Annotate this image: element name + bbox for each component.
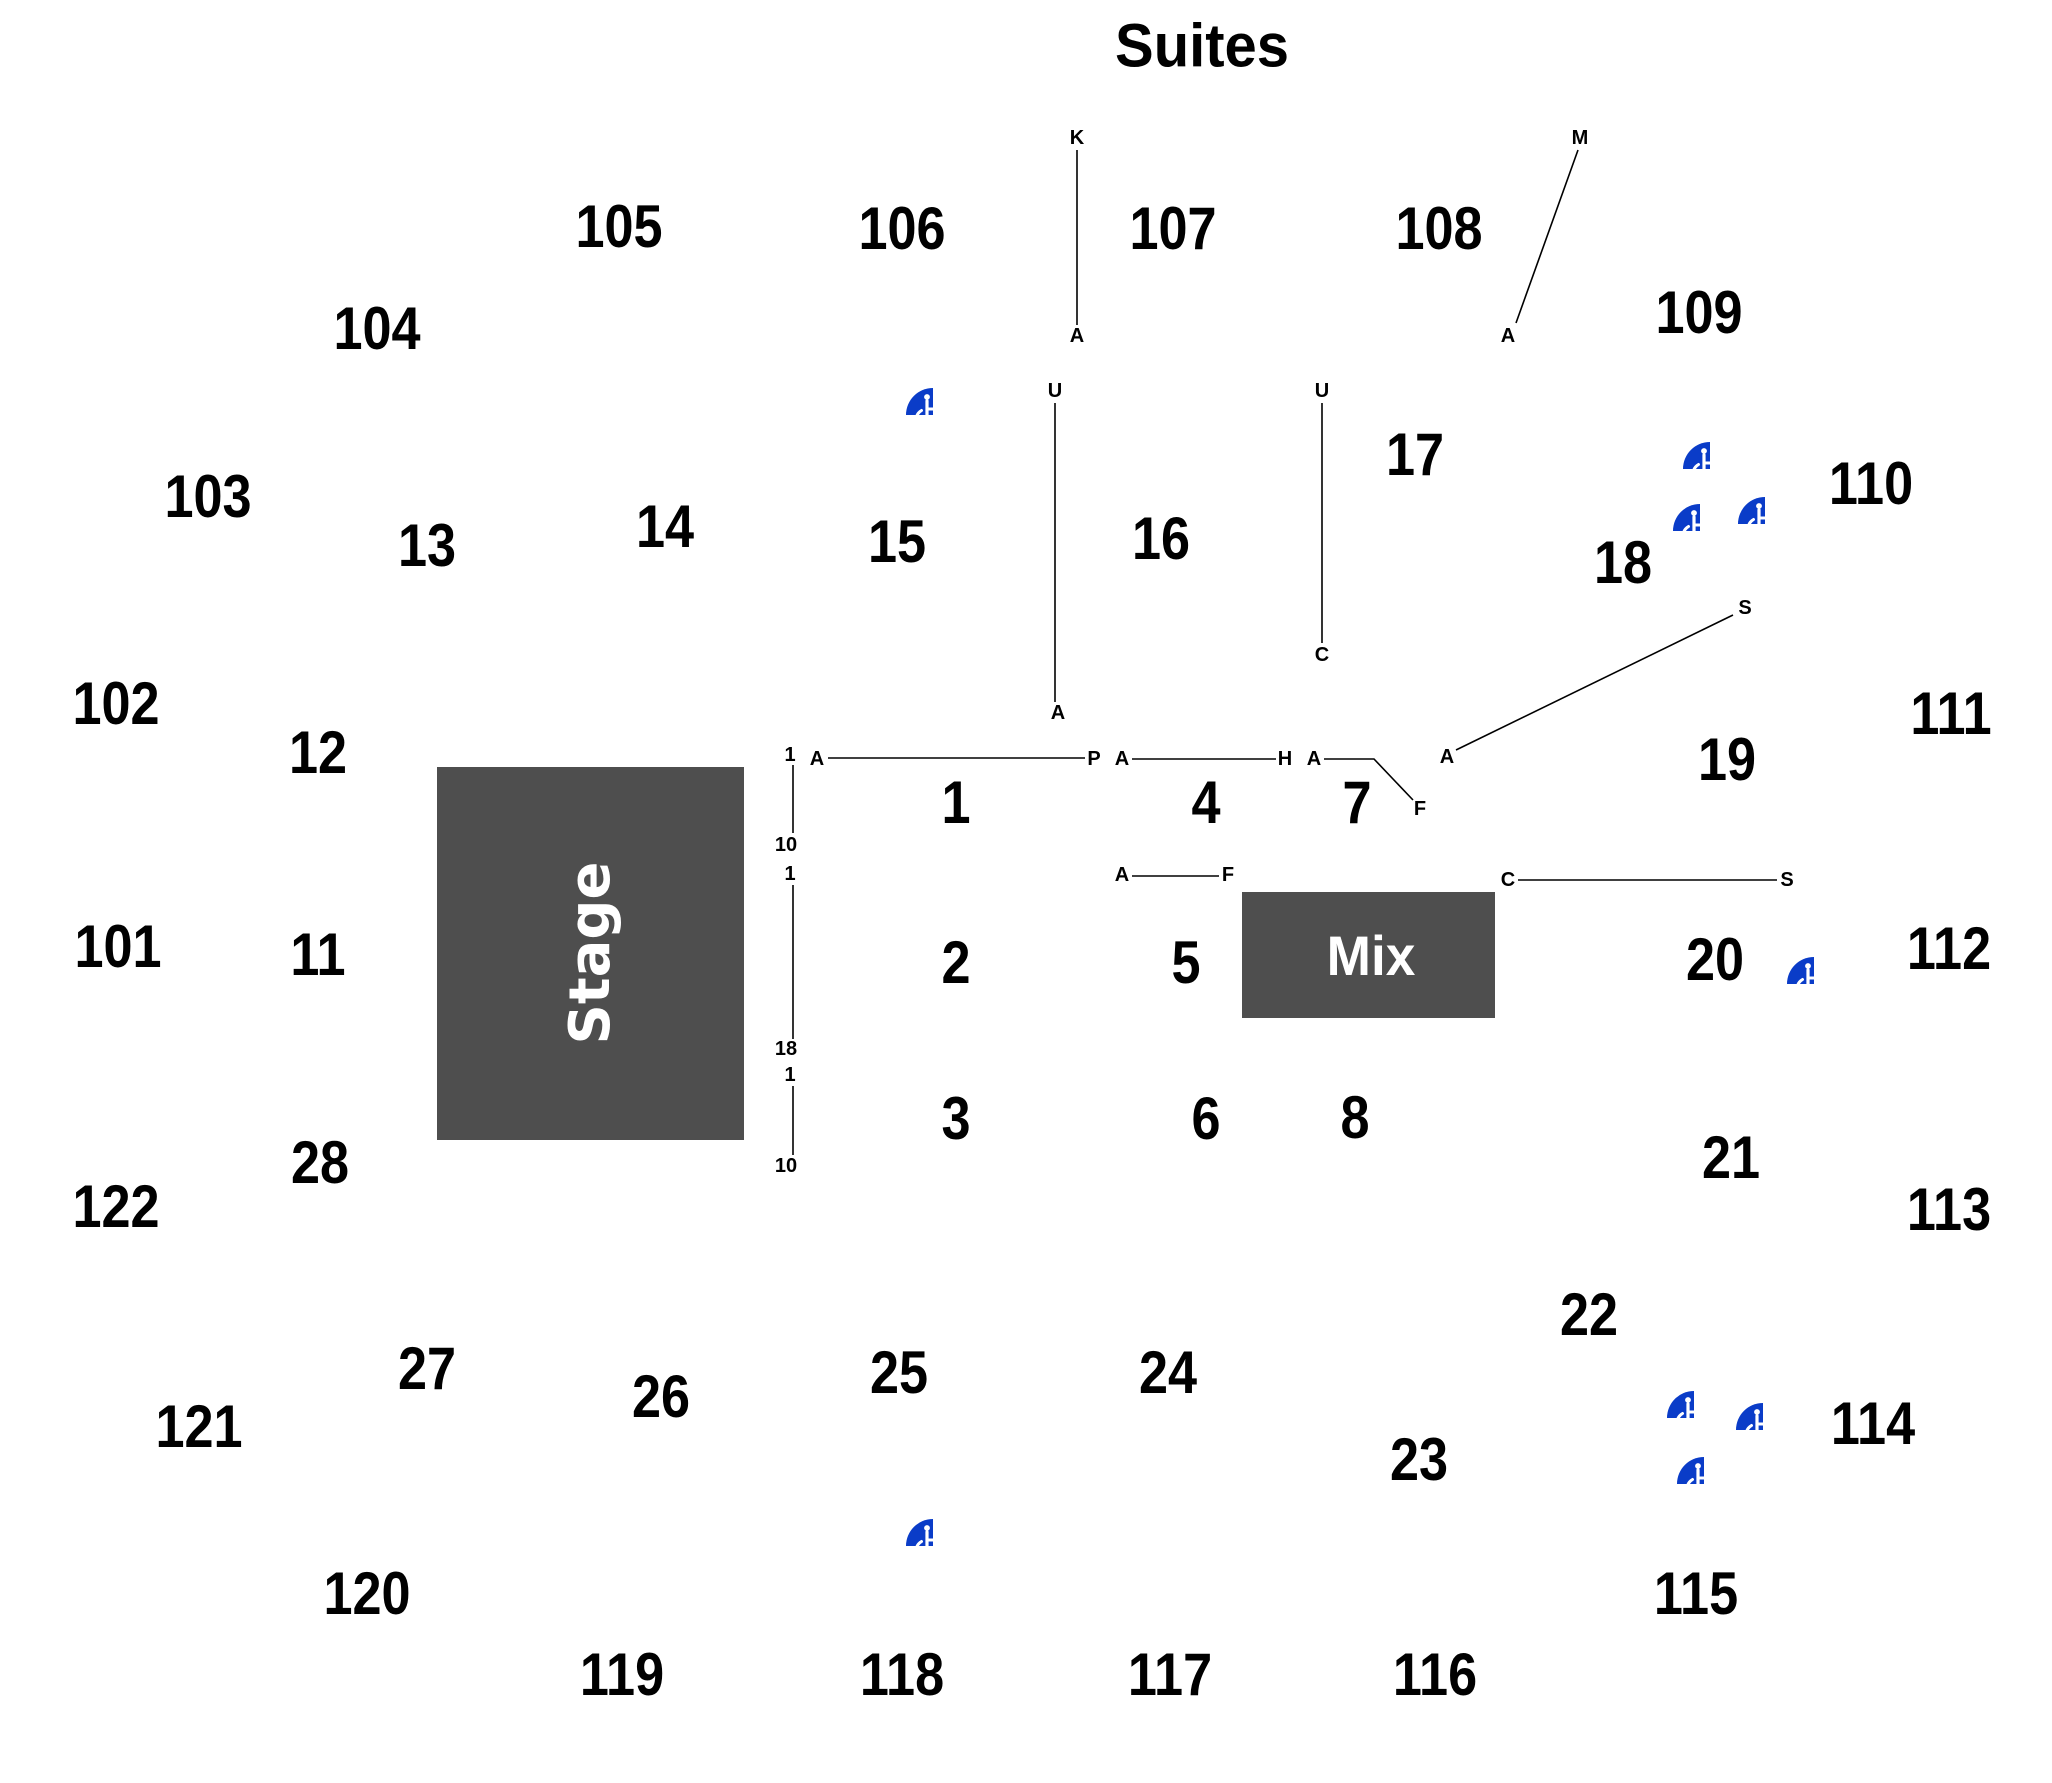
stage-area	[437, 767, 744, 1140]
section-117[interactable]: 117	[1127, 1641, 1213, 1708]
section-5[interactable]: 5	[1171, 929, 1201, 996]
row-marker-5-end: F	[1221, 864, 1235, 886]
section-12[interactable]: 12	[288, 719, 348, 786]
section-116[interactable]: 116	[1392, 1641, 1478, 1708]
seat-marker-3-last: 10	[774, 1155, 798, 1177]
suites-label[interactable]: Suites	[1115, 11, 1289, 80]
wheelchair-icon	[879, 361, 933, 415]
seat-marker-2-last: 18	[774, 1038, 798, 1060]
section-119[interactable]: 119	[579, 1641, 665, 1708]
section-122[interactable]: 122	[72, 1173, 160, 1240]
row-marker-17-start: U	[1314, 380, 1330, 402]
row-marker-5-start: A	[1114, 864, 1130, 886]
section-108[interactable]: 108	[1395, 195, 1483, 262]
row-line-section-19	[1455, 614, 1734, 751]
wheelchair-icon	[879, 1492, 933, 1546]
section-22[interactable]: 22	[1559, 1281, 1619, 1348]
section-3[interactable]: 3	[941, 1085, 971, 1152]
row-marker-4-start: A	[1114, 748, 1130, 770]
row-marker-20-start: C	[1500, 869, 1516, 891]
section-14[interactable]: 14	[635, 493, 695, 560]
section-106[interactable]: 106	[858, 195, 946, 262]
row-marker-107-start: K	[1069, 127, 1085, 149]
wheelchair-icon	[1640, 1364, 1694, 1418]
row-marker-17-end: C	[1314, 644, 1330, 666]
section-103[interactable]: 103	[164, 463, 252, 530]
section-13[interactable]: 13	[397, 512, 457, 579]
row-marker-107-end: A	[1069, 325, 1085, 347]
row-line-section-7	[1324, 758, 1414, 801]
section-28[interactable]: 28	[290, 1129, 350, 1196]
mix-label: Mix	[1326, 924, 1416, 987]
mix-area	[1242, 892, 1495, 1018]
section-102[interactable]: 102	[72, 670, 160, 737]
seat-marker-2-first: 1	[784, 863, 796, 885]
section-25[interactable]: 25	[869, 1339, 929, 1406]
section-4[interactable]: 4	[1191, 769, 1221, 836]
section-7[interactable]: 7	[1342, 769, 1372, 836]
section-26[interactable]: 26	[631, 1363, 691, 1430]
section-24[interactable]: 24	[1138, 1339, 1198, 1406]
row-marker-19-start: S	[1738, 597, 1752, 619]
section-112[interactable]: 112	[1906, 915, 1992, 982]
section-18[interactable]: 18	[1593, 529, 1653, 596]
section-113[interactable]: 113	[1906, 1176, 1992, 1243]
section-11[interactable]: 11	[290, 921, 346, 988]
row-marker-108-end: A	[1500, 325, 1516, 347]
section-121[interactable]: 121	[155, 1393, 243, 1460]
section-23[interactable]: 23	[1389, 1426, 1449, 1493]
section-15[interactable]: 15	[867, 508, 927, 575]
section-101[interactable]: 101	[74, 913, 162, 980]
wheelchair-icon	[1656, 415, 1710, 469]
row-marker-20-end: S	[1780, 869, 1794, 891]
row-marker-7-end: F	[1413, 798, 1427, 820]
section-21[interactable]: 21	[1701, 1124, 1761, 1191]
stage-label: Stage	[558, 861, 623, 1045]
wheelchair-icon	[1650, 1430, 1704, 1484]
section-109[interactable]: 109	[1655, 279, 1743, 346]
section-118[interactable]: 118	[859, 1641, 945, 1708]
row-marker-1-end: P	[1087, 748, 1101, 770]
row-line-section-108	[1515, 149, 1579, 324]
wheelchair-icon	[1709, 1376, 1763, 1430]
seat-marker-3-first: 1	[784, 1064, 796, 1086]
seat-marker-1-first: 1	[784, 744, 796, 766]
row-marker-16-end: A	[1050, 702, 1066, 724]
row-marker-4-end: H	[1277, 748, 1293, 770]
section-8[interactable]: 8	[1340, 1084, 1370, 1151]
row-marker-108-start: M	[1571, 127, 1589, 149]
section-114[interactable]: 114	[1830, 1390, 1916, 1457]
section-1[interactable]: 1	[941, 769, 971, 836]
section-16[interactable]: 16	[1131, 505, 1191, 572]
section-105[interactable]: 105	[575, 193, 663, 260]
section-111[interactable]: 111	[1910, 680, 1992, 747]
section-27[interactable]: 27	[397, 1335, 457, 1402]
section-6[interactable]: 6	[1191, 1085, 1221, 1152]
row-marker-19-end: A	[1439, 746, 1455, 768]
section-120[interactable]: 120	[323, 1560, 411, 1627]
section-19[interactable]: 19	[1697, 726, 1757, 793]
section-20[interactable]: 20	[1685, 926, 1745, 993]
row-marker-1-start: A	[809, 748, 825, 770]
row-marker-7-start: A	[1306, 748, 1322, 770]
seat-marker-1-last: 10	[774, 834, 798, 856]
wheelchair-icon	[1711, 470, 1765, 524]
section-115[interactable]: 115	[1653, 1560, 1739, 1627]
section-110[interactable]: 110	[1828, 450, 1914, 517]
wheelchair-icon	[1760, 930, 1814, 984]
section-17[interactable]: 17	[1385, 421, 1445, 488]
section-2[interactable]: 2	[941, 929, 971, 996]
wheelchair-icon	[1646, 477, 1700, 531]
section-104[interactable]: 104	[333, 295, 421, 362]
section-107[interactable]: 107	[1129, 195, 1217, 262]
row-marker-16-start: U	[1047, 380, 1063, 402]
